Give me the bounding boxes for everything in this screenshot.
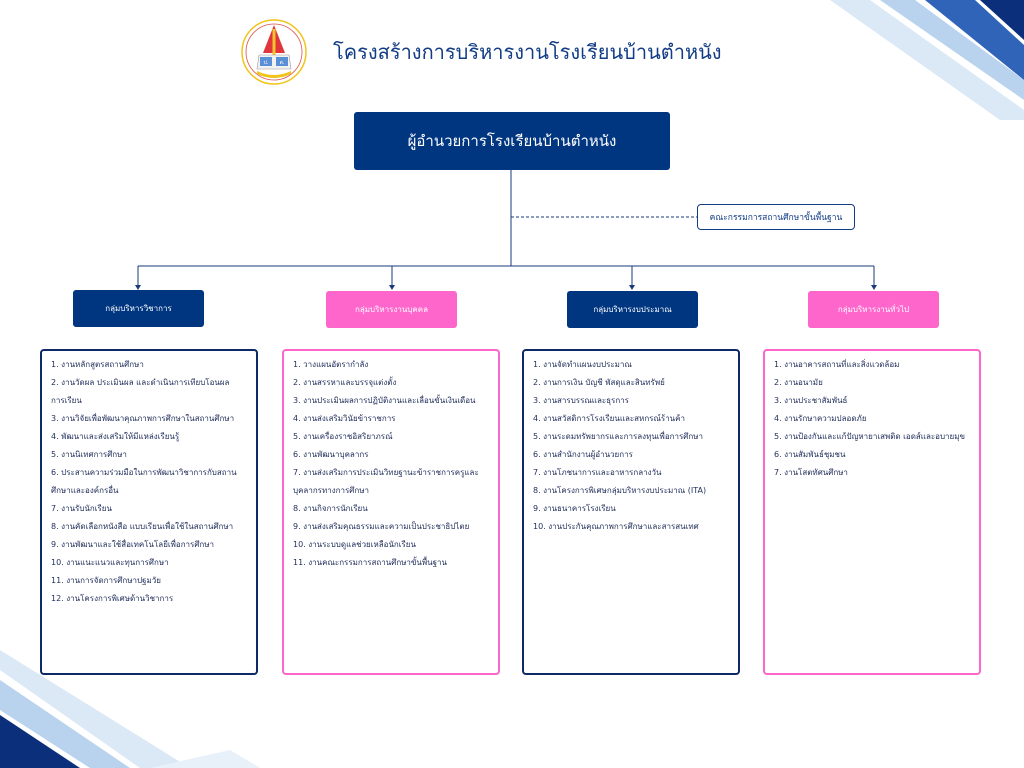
list-item: 10. งานประกันคุณภาพการศึกษาและสารสนเทศ xyxy=(533,522,699,531)
list-item: 10. งานระบบดูแลช่วยเหลือนักเรียน xyxy=(293,540,416,549)
task-list: 1. วางแผนอัตรากำลัง 2. งานสรรหาและบรรจุแต… xyxy=(293,356,492,572)
list-item: 3. งานสารบรรณและธุรการ xyxy=(533,396,629,405)
list-item: 2. งานอนามัย xyxy=(774,378,823,387)
logo-label-left: ป. xyxy=(264,60,269,66)
list-item: 4. พัฒนาและส่งเสริมให้มีแหล่งเรียนรู้ xyxy=(51,432,180,441)
list-item: บุคลากรทางการศึกษา xyxy=(293,486,369,495)
list-item: 8. งานคัดเลือกหนังสือ แบบเรียนเพื่อใช้ใน… xyxy=(51,522,234,531)
group-box-personnel: 1. วางแผนอัตรากำลัง 2. งานสรรหาและบรรจุแต… xyxy=(282,349,500,675)
list-item: 7. งานโสตทัศนศึกษา xyxy=(774,468,848,477)
list-item: 1. งานหลักสูตรสถานศึกษา xyxy=(51,360,144,369)
page-title: โครงสร้างการบริหารงานโรงเรียนบ้านตำหนัง xyxy=(333,40,722,64)
list-item: 2. งานสรรหาและบรรจุแต่งตั้ง xyxy=(293,378,397,387)
group-header-budget: กลุ่มบริหารงบประมาณ xyxy=(567,291,698,328)
list-item: 3. งานประเมินผลการปฏิบัติงานและเลื่อนขั้… xyxy=(293,396,476,405)
list-item: 3. งานวิจัยเพื่อพัฒนาคุณภาพการศึกษาในสถา… xyxy=(51,414,235,423)
group-box-budget: 1. งานจัดทำแผนงบประมาณ 2. งานการเงิน บัญช… xyxy=(522,349,740,675)
list-item: 2. งานการเงิน บัญชี พัสดุและสินทรัพย์ xyxy=(533,378,665,387)
list-item: 7. งานรับนักเรียน xyxy=(51,504,112,513)
list-item: 8. งานโครงการพิเศษกลุ่มบริหารงบประมาณ (I… xyxy=(533,486,707,495)
list-item: 7. งานโภชนาการและอาหารกลางวัน xyxy=(533,468,662,477)
list-item: 11. งานคณะกรรมการสถานศึกษาขั้นพื้นฐาน xyxy=(293,558,447,567)
list-item: 6. งานสัมพันธ์ชุมชน xyxy=(774,450,846,459)
list-item: 9. งานพัฒนาและใช้สื่อเทคโนโลยีเพื่อการศึ… xyxy=(51,540,215,549)
school-logo: ป. ต. xyxy=(241,19,307,85)
list-item: 1. งานจัดทำแผนงบประมาณ xyxy=(533,360,632,369)
list-item: 3. งานประชาสัมพันธ์ xyxy=(774,396,848,405)
committee-box: คณะกรรมการสถานศึกษาขั้นพื้นฐาน xyxy=(697,204,855,230)
list-item: 2. งานวัดผล ประเมินผล และดำเนินการเทียบโ… xyxy=(51,378,230,387)
director-box: ผู้อำนวยการโรงเรียนบ้านตำหนัง xyxy=(354,112,670,170)
group-box-academic: 1. งานหลักสูตรสถานศึกษา 2. งานวัดผล ประเม… xyxy=(40,349,258,675)
list-item: 5. งานป้องกันและแก้ปัญหายาเสพติด เอดส์แล… xyxy=(774,432,965,441)
list-item: 4. งานรักษาความปลอดภัย xyxy=(774,414,867,423)
group-header-personnel: กลุ่มบริหารงานบุคคล xyxy=(326,291,457,328)
list-item: การเรียน xyxy=(51,396,82,405)
list-item: 9. งานส่งเสริมคุณธรรมและความเป็นประชาธิป… xyxy=(293,522,470,531)
list-item: 1. งานอาคารสถานที่และสิ่งแวดล้อม xyxy=(774,360,900,369)
list-item: 5. งานระดมทรัพยากรและการลงทุนเพื่อการศึก… xyxy=(533,432,703,441)
task-list: 1. งานอาคารสถานที่และสิ่งแวดล้อม 2. งานอน… xyxy=(774,356,973,482)
list-item: 1. วางแผนอัตรากำลัง xyxy=(293,360,369,369)
list-item: 12. งานโครงการพิเศษด้านวิชาการ xyxy=(51,594,174,603)
list-item: 5. งานนิเทศการศึกษา xyxy=(51,450,127,459)
list-item: 6. งานสำนักงานผู้อำนวยการ xyxy=(533,450,633,459)
list-item: 5. งานเครื่องราชอิสริยาภรณ์ xyxy=(293,432,393,441)
group-header-general: กลุ่มบริหารงานทั่วไป xyxy=(808,291,939,328)
list-item: 9. งานธนาคารโรงเรียน xyxy=(533,504,616,513)
list-item: 7. งานส่งเสริมการประเมินวิทยฐานะข้าราชกา… xyxy=(293,468,479,477)
group-box-general: 1. งานอาคารสถานที่และสิ่งแวดล้อม 2. งานอน… xyxy=(763,349,981,675)
list-item: 8. งานกิจการนักเรียน xyxy=(293,504,368,513)
list-item: 6. งานพัฒนาบุคลากร xyxy=(293,450,369,459)
list-item: 11. งานการจัดการศึกษาปฐมวัย xyxy=(51,576,161,585)
list-item: ศึกษาและองค์กรอื่น xyxy=(51,486,119,495)
list-item: 4. งานส่งเสริมวินัยข้าราชการ xyxy=(293,414,396,423)
task-list: 1. งานหลักสูตรสถานศึกษา 2. งานวัดผล ประเม… xyxy=(51,356,250,608)
task-list: 1. งานจัดทำแผนงบประมาณ 2. งานการเงิน บัญช… xyxy=(533,356,732,536)
list-item: 4. งานสวัสดิการโรงเรียนและสหกรณ์ร้านค้า xyxy=(533,414,685,423)
list-item: 10. งานแนะแนวและทุนการศึกษา xyxy=(51,558,169,567)
list-item: 6. ประสานความร่วมมือในการพัฒนาวิชาการกับ… xyxy=(51,468,237,477)
logo-label-right: ต. xyxy=(280,60,285,66)
group-header-academic: กลุ่มบริหารวิชาการ xyxy=(73,290,204,327)
